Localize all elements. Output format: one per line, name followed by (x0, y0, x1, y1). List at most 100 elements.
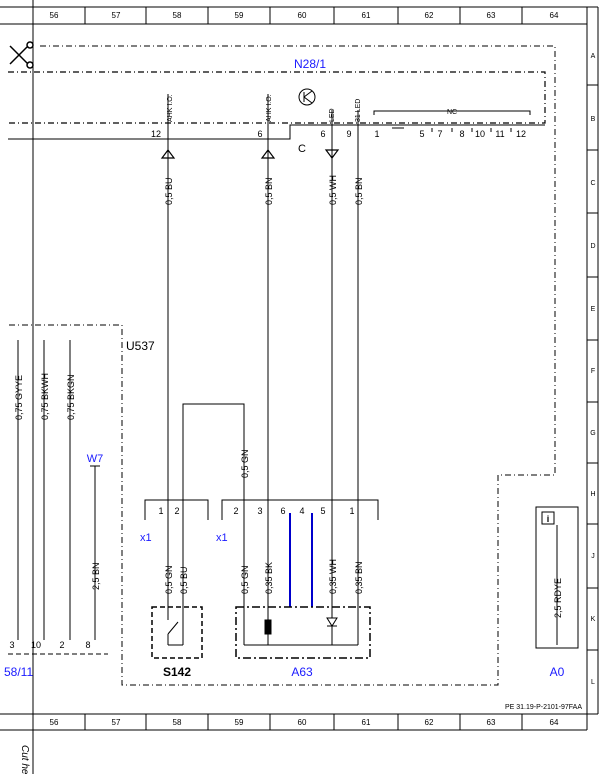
wire-label: 0,75 BKWH (40, 373, 50, 420)
pin-number: 4 (299, 506, 304, 516)
x1-right-label: x1 (216, 532, 228, 544)
pin-number: 6 (320, 129, 325, 139)
pin-number: 2 (59, 640, 64, 650)
connector-c-label: C (298, 143, 306, 155)
nc-bracket (373, 110, 531, 115)
w7-wire (90, 465, 100, 640)
pin-number: 8 (85, 640, 90, 650)
wire-label: 0,75 BKGN (66, 374, 76, 420)
wires-n28 (167, 94, 359, 500)
pin-number: 1 (374, 129, 379, 139)
bus-wires (289, 513, 313, 607)
row-label: J (591, 553, 595, 560)
pin-number: 2 (174, 506, 179, 516)
col-label: 56 (50, 11, 59, 20)
pin-number: 6 (257, 129, 262, 139)
row-labels: A B C D E F G H J K L (590, 53, 595, 686)
cut-here-label: Cut here (19, 745, 30, 774)
bottom-left-pins: 3 10 2 8 (9, 640, 90, 650)
col-label: 59 (235, 11, 244, 20)
row-label: E (591, 306, 596, 313)
row-separators (587, 84, 598, 651)
row-label: C (590, 180, 595, 187)
info-icon: i (541, 511, 555, 525)
wire-label: 0,5 GN (164, 565, 174, 594)
row-label: D (590, 243, 595, 250)
wire-label: 0,5 BU (164, 177, 174, 205)
svg-text:i: i (547, 514, 550, 524)
x1-left-label: x1 (140, 532, 152, 544)
col-label: 59 (235, 718, 244, 727)
pin-number: 8 (459, 129, 464, 139)
u537-boundary (8, 45, 556, 686)
col-label: 61 (362, 11, 371, 20)
row-label: H (590, 491, 595, 498)
row-label: L (591, 679, 595, 686)
nc-ticks (392, 127, 512, 132)
wire-label: 0,5 BN (354, 177, 364, 205)
pin-number: 3 (9, 640, 14, 650)
connector-c-line (8, 124, 545, 140)
pin-number: 3 (257, 506, 262, 516)
col-label: 63 (487, 718, 496, 727)
pin-number: 6 (280, 506, 285, 516)
a0-box (535, 506, 579, 649)
col-label: 58 (173, 718, 182, 727)
col-label: 62 (425, 11, 434, 20)
w7-label: W7 (87, 453, 104, 465)
wire-label: 0,35 WH (328, 559, 338, 594)
pin-number: 1 (349, 506, 354, 516)
g58-label: 58/11 (4, 665, 33, 679)
pin-number: 12 (516, 129, 526, 139)
pin-function-label: AHK I.O. (266, 94, 273, 122)
pin-number: 5 (320, 506, 325, 516)
wire-label: 0,35 BN (354, 561, 364, 594)
n28-boundary (8, 71, 546, 124)
pin-number: 5 (419, 129, 424, 139)
col-label: 63 (487, 11, 496, 20)
scissors-icon (9, 41, 34, 69)
row-label: F (591, 368, 595, 375)
wire-label: 0,5 BN (264, 177, 274, 205)
n28-label: N28/1 (294, 57, 326, 71)
col-label: 56 (50, 718, 59, 727)
pin-number: 10 (475, 129, 485, 139)
pin-number: 1 (158, 506, 163, 516)
col-label: 61 (362, 718, 371, 727)
col-label: 62 (425, 718, 434, 727)
col-label: 57 (112, 718, 121, 727)
n28-pins: 12 6 6 9 1 5 7 8 10 11 12 (151, 129, 526, 139)
wire-label: 2,5 RDYE (553, 578, 563, 618)
pin-number: 9 (346, 129, 351, 139)
pin-number: 7 (437, 129, 442, 139)
column-separators (84, 7, 523, 730)
row-label: G (590, 430, 595, 437)
u537-label: U537 (126, 339, 155, 353)
x1-left-pins: 1 2 (158, 506, 179, 516)
pin-function-label: AHK I.O. (167, 94, 174, 122)
pin-number: 11 (495, 129, 504, 139)
x1-left-connector (144, 499, 209, 520)
x1-right-pins: 2 3 6 4 5 1 (233, 506, 354, 516)
col-label: 57 (112, 11, 121, 20)
wire-label: 0,5 WH (328, 175, 338, 205)
s142-box (151, 606, 203, 659)
transistor-icon (298, 88, 316, 106)
s142-label: S142 (163, 665, 191, 679)
doc-ref: PE 31.19-P-2101-97FAA (505, 704, 582, 711)
wire-label: 0,5 GN (240, 565, 250, 594)
col-label: 60 (298, 11, 307, 20)
wire-label: 2,5 BN (91, 562, 101, 590)
row-label: A (591, 53, 596, 60)
row-label: K (591, 616, 596, 623)
row-label: B (591, 116, 596, 123)
a63-label: A63 (291, 665, 313, 679)
a63-box (235, 606, 371, 659)
col-label: 58 (173, 11, 182, 20)
wire-label: 0,5 BU (179, 566, 189, 594)
wires-lower (167, 500, 359, 607)
connector-triangles (160, 149, 340, 159)
pin-number: 12 (151, 129, 161, 139)
